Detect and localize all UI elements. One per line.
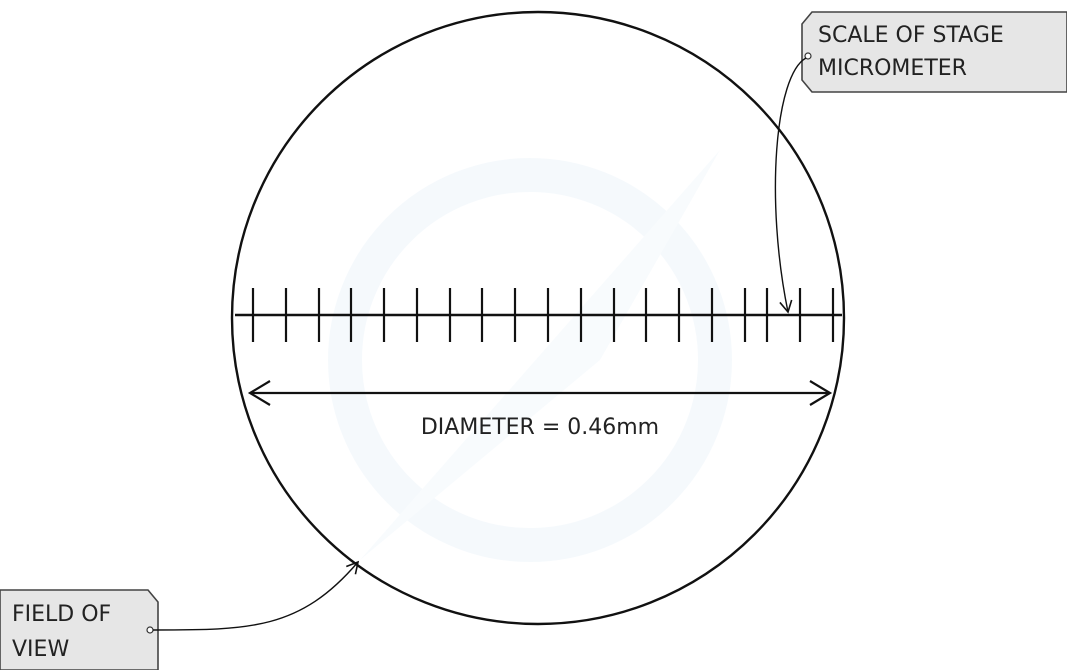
field-label-line2: VIEW	[12, 637, 69, 662]
field-label-line1: FIELD OF	[12, 602, 111, 627]
scale-label-line2: MICROMETER	[818, 56, 967, 81]
scale-label-line1: SCALE OF STAGE	[818, 23, 1004, 48]
field-of-view-circle	[230, 10, 846, 626]
diameter-arrow	[247, 380, 833, 406]
field-label-pin	[146, 626, 154, 634]
field-pointer-arrow	[152, 560, 360, 631]
scale-label-pin	[804, 52, 812, 60]
scale-label-box	[801, 11, 1067, 93]
scale-label-callout: SCALE OF STAGE MICROMETER	[801, 11, 1067, 93]
scale-pointer-arrow	[774, 57, 807, 314]
watermark-logo	[328, 150, 732, 562]
field-label-callout: FIELD OF VIEW	[0, 589, 159, 670]
diameter-label: DIAMETER = 0.46mm	[421, 415, 659, 440]
micrometer-ticks	[251, 288, 835, 342]
field-label-box	[0, 589, 159, 670]
